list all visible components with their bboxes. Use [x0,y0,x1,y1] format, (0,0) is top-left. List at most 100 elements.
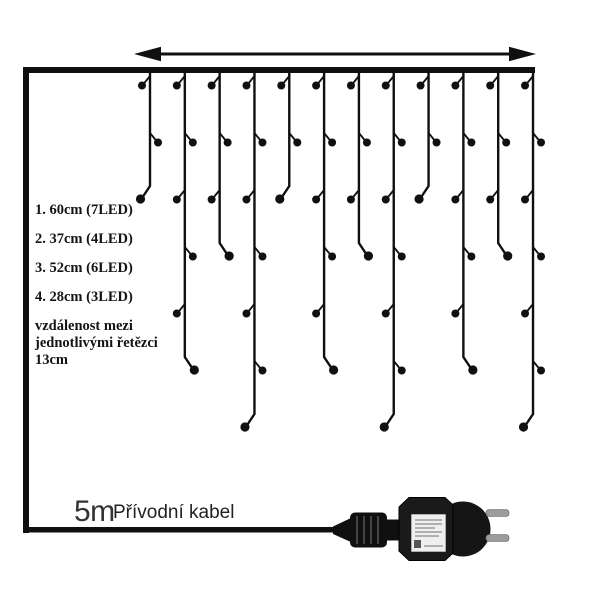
string-end-bulb [379,422,389,432]
led-bulb [486,195,495,204]
string-wire [497,70,508,257]
led-bulb [293,138,302,147]
led-bulb [451,309,460,318]
legend-note-line-3: 13cm [35,352,69,368]
led-bulb [258,366,267,375]
cable-name-label: Přívodní kabel [113,502,235,523]
led-bulb [416,81,425,90]
light-string [379,70,406,432]
plug-prong-bottom [485,534,510,542]
led-bulb [381,195,390,204]
led-bulb [537,366,546,375]
main-wire [23,67,535,73]
string-end-bulb [275,194,285,204]
legend-line-1: 1. 60cm (7LED) [35,202,133,218]
led-bulb [312,195,321,204]
plug-coupler [350,512,387,548]
light-string [518,70,546,432]
led-bulb [362,138,371,147]
led-bulb [486,81,495,90]
string-end-bulb [518,422,529,432]
led-bulb [432,138,441,147]
led-bulb [312,81,321,90]
plug-coupler-ribs [356,516,379,544]
string-wire [183,70,195,371]
led-bulb [172,195,181,204]
legend-line-3: 3. 52cm (6LED) [35,260,133,276]
string-end-bulb [414,194,424,204]
led-bulb [467,138,476,147]
legend-note-line-1: vzdálenost mezi [35,318,133,334]
string-end-bulb [363,251,374,261]
power-cable [23,527,340,533]
led-bulb [312,309,321,318]
led-bulb [521,309,530,318]
light-string [135,70,162,204]
width-arrow [134,46,536,62]
led-bulb [537,138,546,147]
certification-label [411,514,446,552]
led-bulb [172,81,181,90]
string-wire [322,70,334,371]
legend-line-4: 4. 28cm (3LED) [35,289,133,305]
led-bulb [381,81,390,90]
string-wire [140,70,152,200]
power-plug [333,497,510,561]
string-end-bulb [135,194,146,204]
led-bulb [451,195,460,204]
legend-line-2: 2. 37cm (4LED) [35,231,133,247]
led-bulb [223,138,232,147]
led-bulb [188,138,197,147]
plug-neck [386,519,400,541]
light-string [346,70,374,261]
arrow-right-head-icon [509,46,536,62]
led-bulb [188,252,197,261]
led-bulb [328,138,337,147]
led-bulb [138,81,146,90]
arrow-left-head-icon [134,46,161,62]
led-bulb [242,81,251,90]
led-bulb [277,81,286,90]
led-bulb [207,195,216,204]
string-wire [280,70,291,200]
led-bulb [328,252,337,261]
plug-prong-top [485,509,510,517]
string-wire [218,70,229,257]
string-end-bulb [224,251,234,261]
led-bulb [521,195,530,204]
light-strings [135,70,546,432]
led-bulb [242,195,251,204]
string-wire [245,70,256,428]
string-wire [357,70,369,257]
string-wire [462,70,473,371]
led-bulb [467,252,476,261]
frame-left-border [23,67,29,533]
led-bulb [242,309,251,318]
light-string [312,70,339,375]
string-end-bulb [329,365,339,375]
string-wire [419,70,430,200]
light-string [207,70,234,261]
string-wire [523,70,535,428]
led-bulb [397,366,406,375]
led-bulb [172,309,181,318]
led-bulb [502,138,511,147]
light-string [240,70,267,432]
cable-length-label: 5m [74,495,115,528]
light-string [451,70,478,375]
led-bulb [346,195,355,204]
led-bulb [397,252,406,261]
light-string [275,70,302,204]
string-end-bulb [189,365,199,375]
legend-note-line-2: jednotlivými řetězci [35,335,158,351]
light-string [172,70,199,375]
led-bulb [381,309,390,318]
led-bulb [207,81,216,90]
string-end-bulb [240,422,250,432]
led-bulb [258,252,267,261]
led-bulb [258,138,267,147]
led-bulb [521,81,530,90]
light-string [414,70,441,204]
